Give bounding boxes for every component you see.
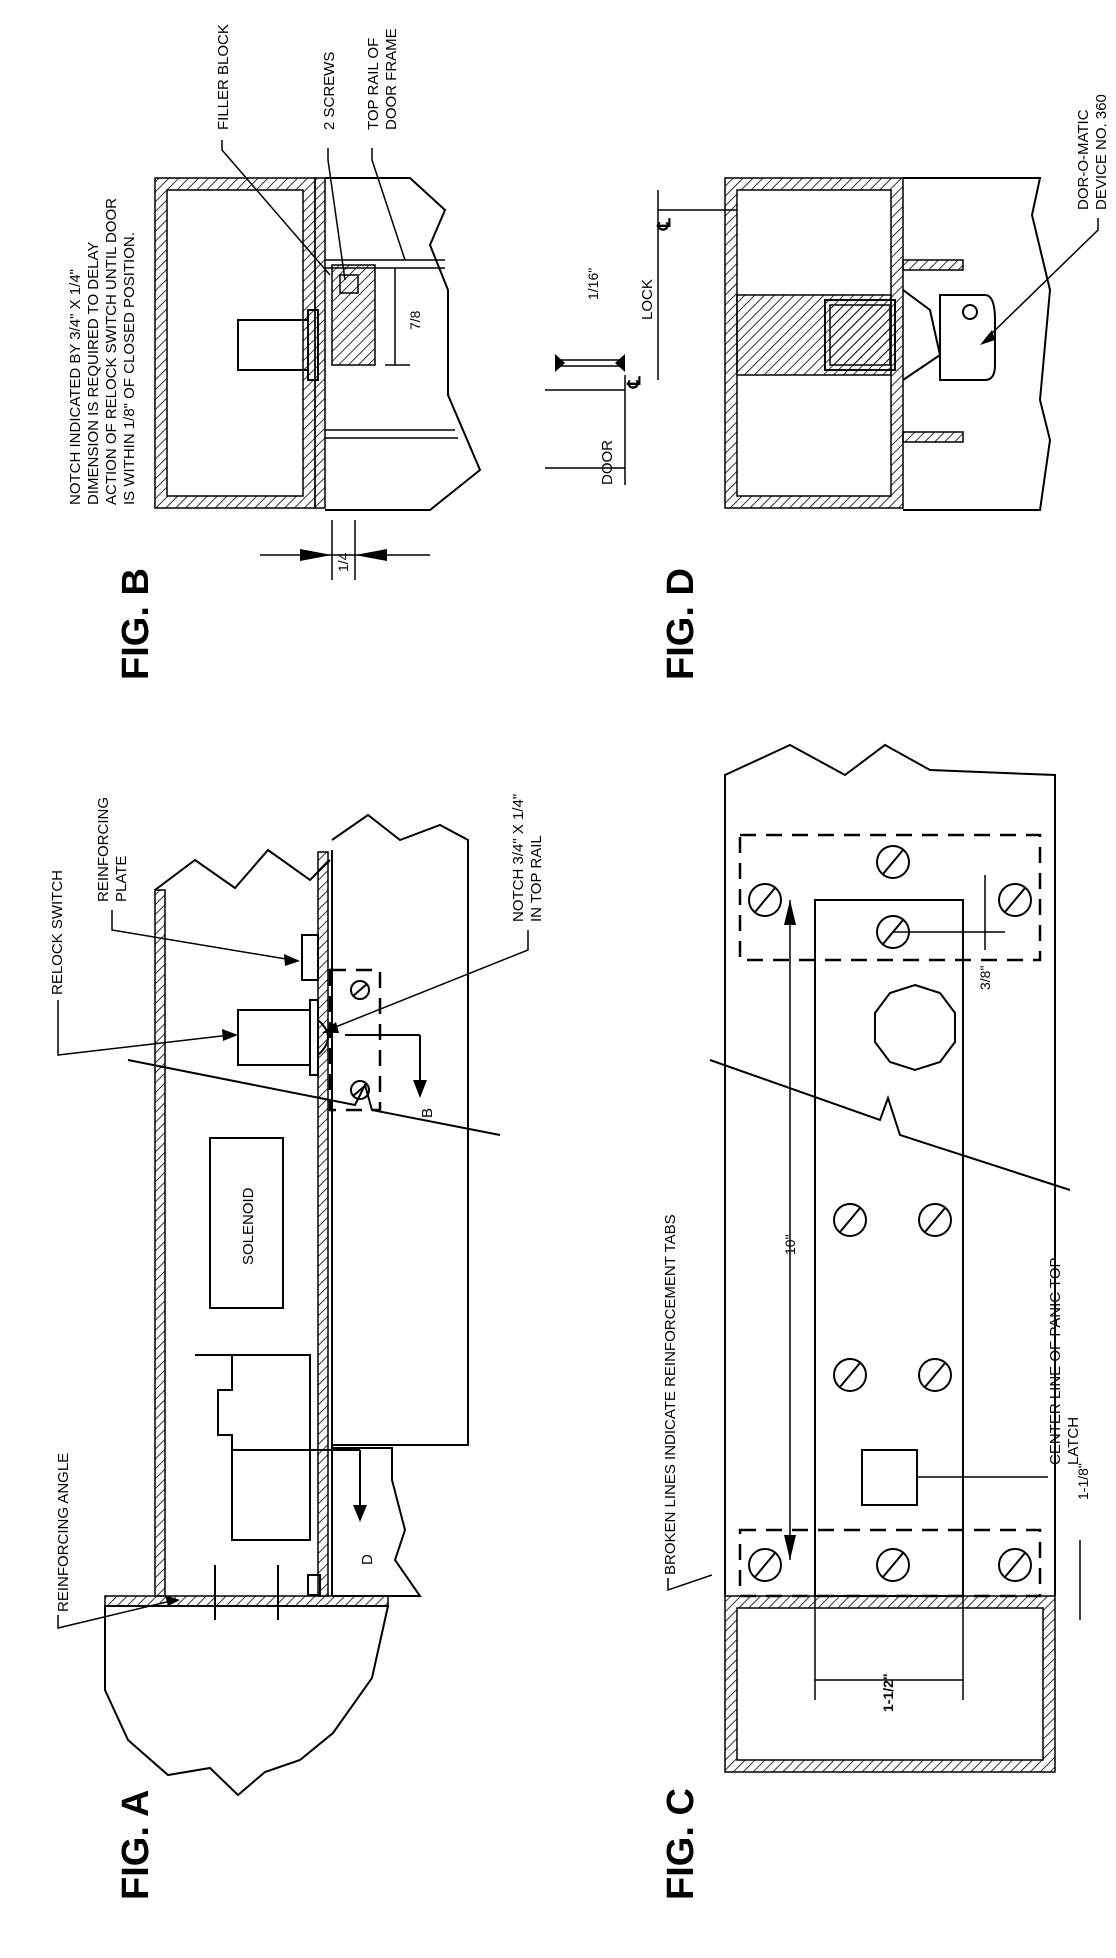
fig-b-drawing: NOTCH INDICATED BY 3/4" X 1/4" DIMENSION…	[67, 24, 482, 580]
reinforcing-angle-label: REINFORCING ANGLE	[55, 1453, 72, 1612]
reinforcing-plate-label-1: REINFORCING	[95, 797, 112, 902]
dor-o-matic-device	[939, 294, 996, 381]
section-d-label: D	[359, 1554, 376, 1565]
solenoid-label: SOLENOID	[240, 1187, 257, 1265]
reinforcement-tab-bottom	[738, 1528, 1042, 1598]
latch-square	[861, 1449, 918, 1506]
cl-lock: ℄	[654, 218, 674, 231]
notch-label-2: IN TOP RAIL	[528, 835, 545, 922]
relock-switch-leader	[57, 1000, 231, 1056]
note-b-3: ACTION OF RELOCK SWITCH UNTIL DOOR	[103, 198, 120, 505]
latch-bracket	[195, 1354, 311, 1541]
panic-top-latch	[814, 899, 964, 1597]
dim-7-8: 7/8	[407, 310, 423, 330]
dim-1-1-8: 1-1/8"	[1075, 1463, 1091, 1500]
notch-box	[328, 968, 382, 1112]
lock-label: LOCK	[639, 279, 656, 320]
cl-door: ℄	[624, 376, 644, 389]
reinforcing-angle-leader	[57, 1599, 176, 1629]
dim-1-4: 1/4	[335, 552, 351, 572]
reinforcing-plate-label-2: PLATE	[113, 856, 130, 902]
door-jamb	[104, 1605, 390, 1797]
note-b-4: IS WITHIN 1/8" OF CLOSED POSITION.	[121, 232, 138, 505]
filler-block-leader	[221, 140, 331, 276]
break-line-c	[709, 1059, 1071, 1191]
spindle-hole	[874, 983, 956, 1072]
filler-block-label: FILLER BLOCK	[215, 24, 232, 130]
reinforcement-tab-top	[738, 833, 1042, 962]
fig-c-drawing: BROKEN LINES INDICATE REINFORCEMENT TABS	[662, 743, 1091, 1773]
dor-o-matic-label-1: DOR-O-MATIC	[1075, 109, 1092, 210]
dor-o-matic-leader	[984, 218, 1099, 341]
door-rail-d	[903, 177, 1052, 511]
note-b-1: NOTCH INDICATED BY 3/4" X 1/4"	[67, 269, 84, 505]
top-rail-label-1: TOP RAIL OF	[365, 38, 382, 130]
reinforcing-plate-leader	[111, 910, 293, 961]
fig-c-label: FIG. C	[660, 1788, 702, 1900]
jamb-plate	[104, 1595, 389, 1607]
relock-switch-body	[237, 1009, 311, 1066]
note-b-2: DIMENSION IS REQUIRED TO DELAY	[85, 242, 102, 505]
filler-block	[331, 264, 376, 366]
break-line-a	[127, 1059, 501, 1136]
broken-lines-leader	[667, 1574, 713, 1592]
relock-plunger	[317, 1019, 329, 1056]
two-screws-label: 2 SCREWS	[321, 52, 338, 130]
screws-c	[748, 845, 1032, 1582]
door-rail-b	[325, 177, 482, 511]
panic-rail-c	[724, 743, 1056, 1596]
notch-leader	[327, 930, 529, 1031]
dor-o-matic-label-2: DEVICE NO. 360	[1093, 94, 1110, 210]
door-stile	[332, 1447, 422, 1597]
header-break-line	[154, 848, 331, 891]
center-line-label-2: LATCH	[1065, 1417, 1082, 1465]
fig-a-drawing: SOLENOID D B REINF	[49, 794, 545, 1797]
header-wall-bottom	[317, 851, 329, 1597]
fig-a-label: FIG. A	[115, 1790, 157, 1900]
fig-d-label: FIG. D	[660, 568, 702, 680]
center-line-label-1: CENTER LINE OF PANIC TOP	[1047, 1257, 1064, 1465]
door-label: DOOR	[599, 440, 616, 485]
relock-switch-label: RELOCK SWITCH	[49, 870, 66, 995]
dim-3-8: 3/8"	[977, 966, 993, 990]
latch-bolt-d	[902, 289, 942, 381]
reinforcing-plate	[301, 934, 319, 981]
fig-d-drawing: 1/16" ℄ DOOR ℄ LOCK DOR-O-MATIC DEVICE N…	[545, 94, 1110, 511]
solenoid-body	[209, 1137, 284, 1309]
section-b-label: B	[419, 1108, 436, 1118]
dim-1-1-2: 1-1/2"	[880, 1673, 896, 1712]
dim-10: 10"	[782, 1234, 798, 1255]
top-rail-label-2: DOOR FRAME	[383, 28, 400, 130]
notch-label-1: NOTCH 3/4" X 1/4"	[510, 794, 527, 922]
dim-1-16: 1/16"	[585, 268, 601, 300]
fig-b-label: FIG. B	[115, 568, 157, 680]
header-wall-left	[154, 889, 166, 1597]
broken-lines-label: BROKEN LINES INDICATE REINFORCEMENT TABS	[662, 1214, 679, 1575]
door-top-rail	[331, 813, 469, 1446]
